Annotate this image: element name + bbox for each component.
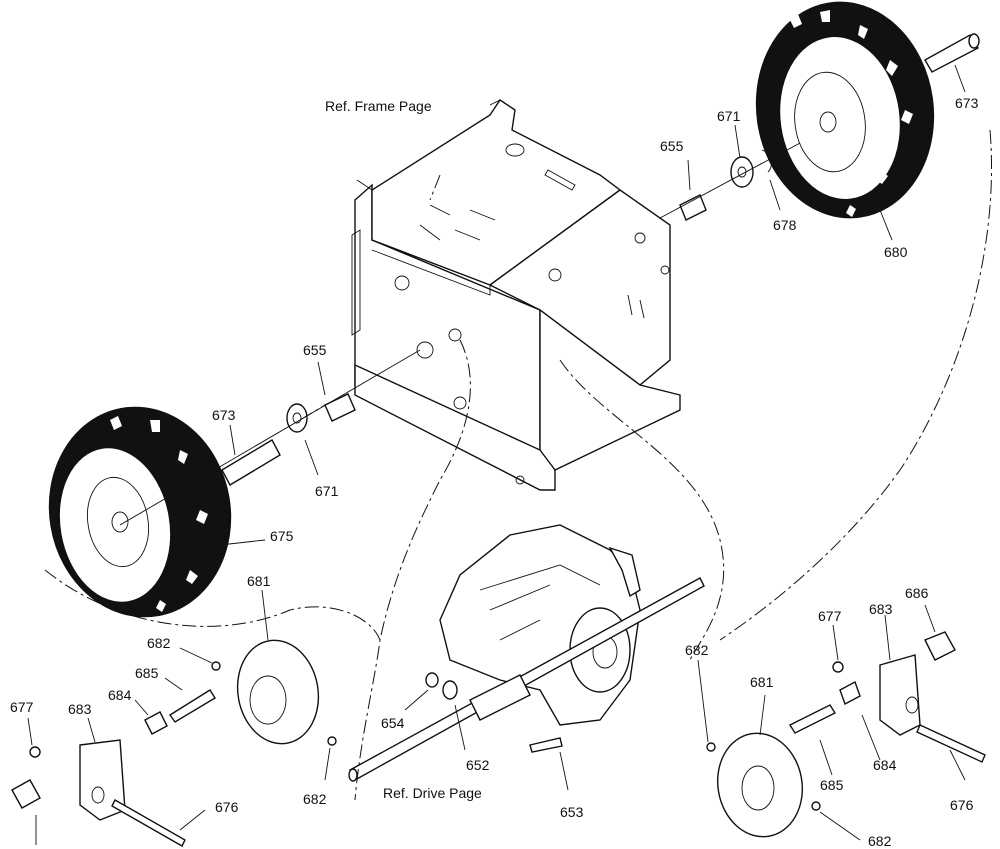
callout-655-right: 655 [660, 138, 684, 154]
callout-685-left: 685 [135, 665, 159, 681]
callout-676-left: 676 [215, 799, 239, 815]
frame-chassis [351, 99, 681, 491]
callout-683-left: 683 [68, 701, 92, 717]
ref-drive-label: Ref. Drive Page [383, 785, 482, 801]
left-axle-parts [119, 349, 421, 526]
callout-685-right: 685 [820, 777, 844, 793]
callout-680: 680 [884, 244, 908, 260]
callout-681-right: 681 [750, 674, 774, 690]
assembly-lines [44, 129, 993, 801]
callout-676-right: 676 [950, 797, 974, 813]
right-wheel-680 [755, 1, 935, 219]
callout-677-left: 677 [10, 699, 34, 715]
callout-671-right: 671 [717, 108, 741, 124]
callout-652: 652 [466, 757, 490, 773]
right-axle-parts [659, 33, 980, 221]
callout-673-left: 673 [212, 407, 236, 423]
ref-frame-label: Ref. Frame Page [325, 98, 432, 114]
callout-682-left-bottom: 682 [303, 791, 327, 807]
right-hub-assembly [706, 631, 986, 838]
callout-673-right: 673 [955, 95, 979, 111]
callout-654: 654 [381, 715, 405, 731]
left-hub-assembly [11, 639, 337, 847]
callout-683-right: 683 [869, 601, 893, 617]
left-wheel-675 [48, 406, 232, 618]
callout-682-right-top: 682 [685, 642, 709, 658]
callout-655-left: 655 [303, 342, 327, 358]
callout-678: 678 [773, 217, 797, 233]
leader-lines [27, 64, 966, 845]
callout-682-right-bottom: 682 [868, 833, 892, 849]
callout-686: 686 [905, 585, 929, 601]
callout-682-left-top: 682 [147, 635, 171, 651]
callout-681-left: 681 [247, 573, 271, 589]
callout-671-left: 671 [315, 483, 339, 499]
callout-675: 675 [270, 528, 294, 544]
callout-677-right: 677 [818, 608, 842, 624]
transmission-drive [348, 524, 705, 782]
callout-684-left: 684 [108, 687, 132, 703]
callout-684-right: 684 [873, 757, 897, 773]
callout-653: 653 [560, 804, 584, 820]
